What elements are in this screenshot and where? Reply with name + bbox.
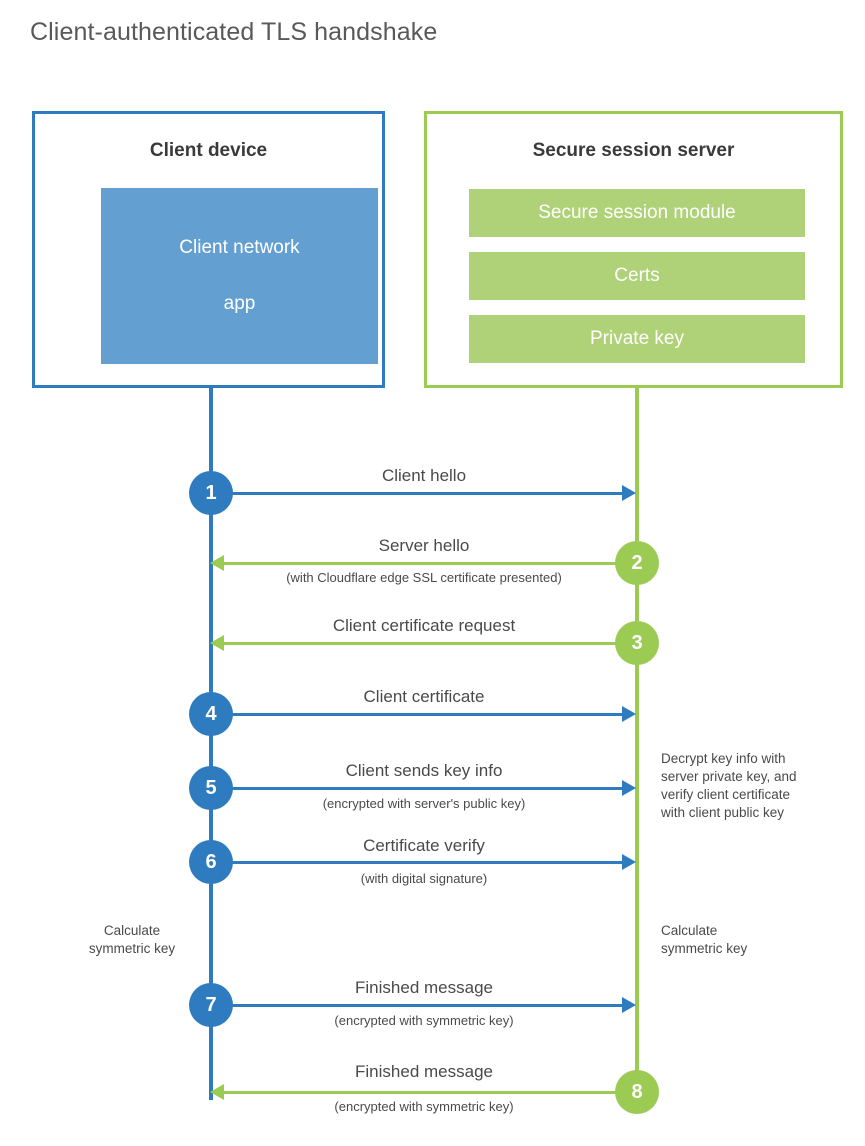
step-1-marker[interactable]: 1	[189, 471, 233, 515]
server-component-private-key: Private key	[469, 315, 805, 363]
client-app-label-line1: Client network	[179, 237, 300, 258]
server-lifeline	[635, 388, 639, 1093]
step-7-arrow-line	[211, 1004, 623, 1007]
step-4-label: Client certificate	[363, 687, 485, 706]
step-5-arrow-line	[211, 787, 623, 790]
client-lifeline	[209, 388, 213, 1100]
client-device-box: Client device Client network app	[32, 111, 385, 388]
step-3-arrow-head	[210, 635, 224, 651]
step-8-arrow-line	[224, 1091, 635, 1094]
secure-session-server-title: Secure session server	[532, 140, 735, 161]
step-4-marker[interactable]: 4	[189, 692, 233, 736]
client-app-label-line2: app	[223, 293, 256, 314]
server-component-secure-session-module: Secure session module	[469, 189, 805, 237]
step-5-arrow-head	[622, 780, 636, 796]
client-calculate-symmetric-key-note: Calculate symmetric key	[88, 923, 176, 956]
server-decrypt-note: Decrypt key info with server private key…	[661, 751, 797, 820]
step-4-arrow-line	[211, 713, 623, 716]
step-2-marker[interactable]: 2	[615, 541, 659, 585]
step-8-label: Finished message	[355, 1062, 493, 1081]
client-device-title: Client device	[149, 140, 268, 161]
step-3-arrow-line	[224, 642, 635, 645]
step-5-sublabel: (encrypted with server's public key)	[322, 796, 526, 811]
step-3-label: Client certificate request	[332, 616, 516, 635]
step-8-marker[interactable]: 8	[615, 1070, 659, 1114]
step-8-arrow-head	[210, 1084, 224, 1100]
step-2-arrow-line	[224, 562, 635, 565]
step-6-arrow-head	[622, 854, 636, 870]
step-1-label: Client hello	[381, 466, 467, 485]
step-7-arrow-head	[622, 997, 636, 1013]
step-2-arrow-head	[210, 555, 224, 571]
step-6-label: Certificate verify	[363, 836, 485, 855]
step-5-marker[interactable]: 5	[189, 766, 233, 810]
step-2-label: Server hello	[378, 536, 470, 555]
step-6-sublabel: (with digital signature)	[360, 871, 488, 886]
step-7-marker[interactable]: 7	[189, 983, 233, 1027]
step-6-arrow-line	[211, 861, 623, 864]
page-title: Client-authenticated TLS handshake	[30, 18, 438, 46]
step-2-sublabel: (with Cloudflare edge SSL certificate pr…	[286, 570, 562, 585]
server-calculate-symmetric-key-note: Calculate symmetric key	[661, 923, 748, 956]
server-component-certs: Certs	[469, 252, 805, 300]
step-7-label: Finished message	[355, 978, 493, 997]
client-network-app-block: Client network app	[101, 188, 378, 364]
step-5-label: Client sends key info	[345, 761, 503, 780]
secure-session-server-box: Secure session server Secure session mod…	[424, 111, 843, 388]
step-6-marker[interactable]: 6	[189, 840, 233, 884]
step-8-sublabel: (encrypted with symmetric key)	[334, 1099, 514, 1114]
step-1-arrow-line	[211, 492, 623, 495]
step-7-sublabel: (encrypted with symmetric key)	[334, 1013, 514, 1028]
step-1-arrow-head	[622, 485, 636, 501]
step-4-arrow-head	[622, 706, 636, 722]
step-3-marker[interactable]: 3	[615, 621, 659, 665]
